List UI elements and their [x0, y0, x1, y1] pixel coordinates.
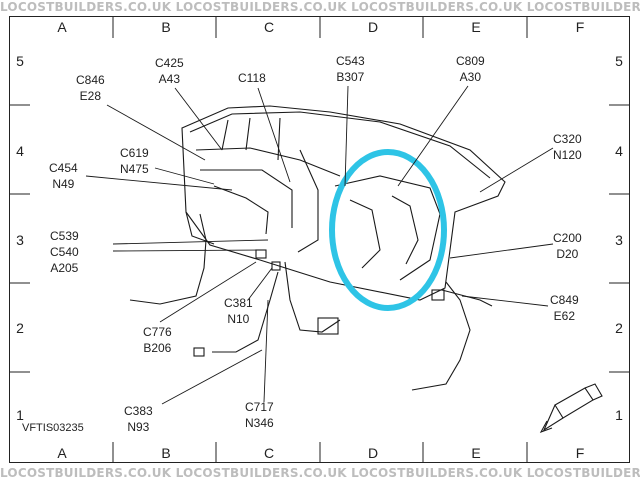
- column-label-d-bottom: D: [367, 445, 379, 461]
- connector-c849-id: C849: [550, 293, 579, 307]
- dashboard-assembly: [129, 105, 506, 391]
- column-label-c: C: [263, 19, 275, 35]
- connector-c543: C543 B307: [336, 53, 365, 85]
- row-label-2: 2: [16, 320, 24, 336]
- connector-c200: C200 D20: [553, 230, 582, 262]
- connector-c425: C425 A43: [155, 55, 184, 87]
- connector-c540-id: C540: [50, 245, 79, 259]
- connector-c425-id: C425: [155, 56, 184, 70]
- connector-c320-id: C320: [553, 132, 582, 146]
- leader-lines: [85, 85, 554, 405]
- connector-c809: C809 A30: [456, 53, 485, 85]
- row-label-1: 1: [16, 407, 24, 423]
- connector-c809-loc: A30: [459, 70, 482, 84]
- connector-c776-loc: B206: [143, 341, 172, 355]
- column-label-b: B: [161, 19, 171, 35]
- row-label-2-right: 2: [615, 320, 623, 336]
- column-label-a: A: [57, 19, 67, 35]
- connector-c809-id: C809: [456, 54, 485, 68]
- connector-c383: C383 N93: [124, 403, 153, 435]
- connector-c717-loc: N346: [245, 416, 274, 430]
- watermark-top: LOCOSTBUILDERS.CO.UK LOCOSTBUILDERS.CO.U…: [0, 0, 640, 14]
- connector-c846-id: C846: [76, 73, 105, 87]
- connector-arrow-icon: [539, 383, 603, 434]
- column-label-e: E: [471, 19, 481, 35]
- column-label-d: D: [367, 19, 379, 35]
- connector-c717: C717 N346: [245, 399, 274, 431]
- connector-c543-loc: B307: [336, 70, 365, 84]
- column-label-f: F: [575, 19, 585, 35]
- figure-code: VFTIS03235: [22, 422, 84, 434]
- connector-c381-id: C381: [224, 296, 253, 310]
- diagram-frame: A B C D E F A B C D E F 5 4 3 2 1 5 4 3 …: [9, 16, 630, 463]
- row-label-1-right: 1: [615, 407, 623, 423]
- row-label-5-right: 5: [615, 53, 623, 69]
- highlight-ellipse: [329, 149, 447, 311]
- connector-c118: C118: [238, 70, 266, 86]
- connector-c383-loc: N93: [127, 420, 150, 434]
- row-label-3: 3: [16, 232, 24, 248]
- connector-c619-loc: N475: [120, 162, 149, 176]
- connector-c619-id: C619: [120, 146, 149, 160]
- connector-c776-id: C776: [143, 325, 172, 339]
- watermark-bottom: LOCOSTBUILDERS.CO.UK LOCOSTBUILDERS.CO.U…: [0, 466, 640, 480]
- connector-c200-id: C200: [553, 231, 582, 245]
- row-label-4: 4: [16, 143, 24, 159]
- connector-c539-loc: A205: [50, 261, 79, 275]
- connector-c849-loc: E62: [553, 309, 576, 323]
- column-label-f-bottom: F: [575, 445, 585, 461]
- column-label-a-bottom: A: [57, 445, 67, 461]
- connector-c320: C320 N120: [553, 131, 582, 163]
- column-label-b-bottom: B: [161, 445, 171, 461]
- connector-c200-loc: D20: [556, 247, 579, 261]
- connector-c619: C619 N475: [120, 145, 149, 177]
- connector-c776: C776 B206: [143, 324, 172, 356]
- connector-c320-loc: N120: [553, 148, 582, 162]
- connector-c543-id: C543: [336, 54, 365, 68]
- connector-c846: C846 E28: [76, 72, 105, 104]
- connector-c425-loc: A43: [158, 72, 181, 86]
- connector-c849: C849 E62: [550, 292, 579, 324]
- row-label-5: 5: [16, 53, 24, 69]
- connector-c454-loc: N49: [52, 177, 75, 191]
- connector-c381: C381 N10: [224, 295, 253, 327]
- connector-c454-id: C454: [49, 161, 78, 175]
- connector-c383-id: C383: [124, 404, 153, 418]
- row-label-4-right: 4: [615, 143, 623, 159]
- connector-c118-id: C118: [238, 71, 266, 85]
- column-label-c-bottom: C: [263, 445, 275, 461]
- connector-c846-loc: E28: [79, 89, 102, 103]
- connector-c454: C454 N49: [49, 160, 78, 192]
- connector-c539: C539 C540 A205: [50, 228, 79, 276]
- grid-ticks: [10, 17, 629, 462]
- column-label-e-bottom: E: [471, 445, 481, 461]
- row-label-3-right: 3: [615, 232, 623, 248]
- connector-c539-id: C539: [50, 229, 79, 243]
- connector-c381-loc: N10: [227, 312, 250, 326]
- connector-c717-id: C717: [245, 400, 274, 414]
